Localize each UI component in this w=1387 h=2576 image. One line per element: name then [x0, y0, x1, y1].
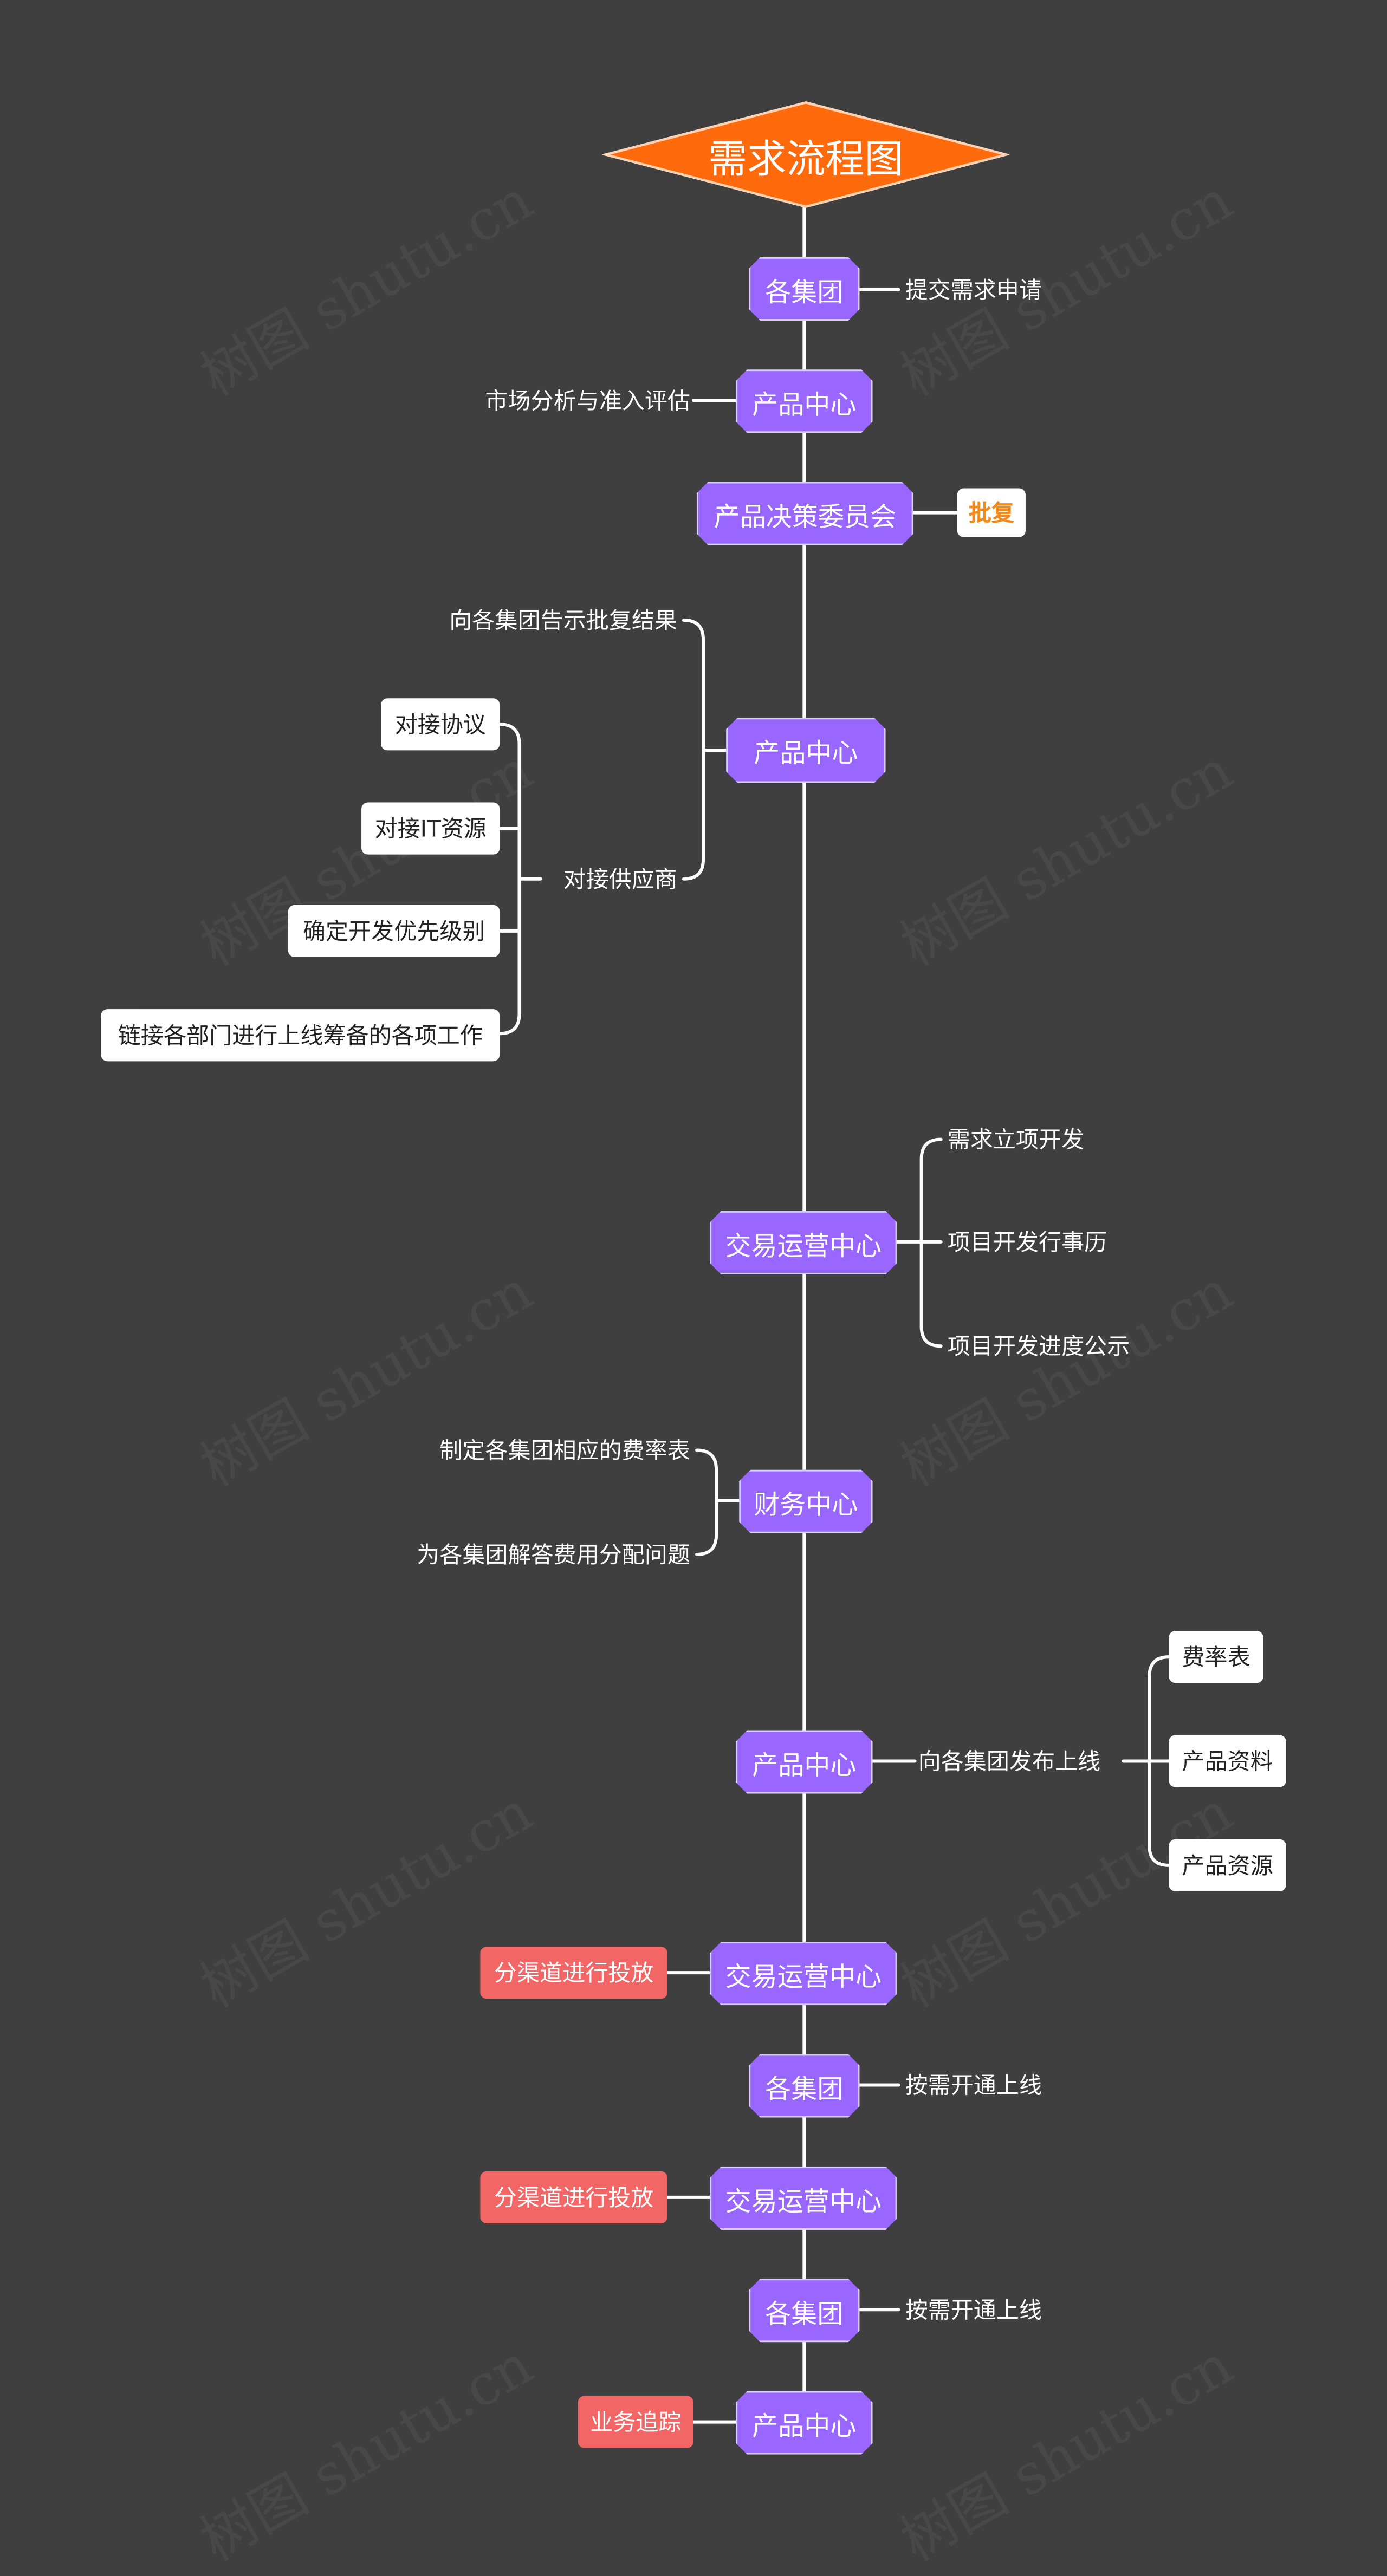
bracket-supplier — [498, 723, 521, 1036]
sub-item-rate-sheet[interactable]: 费率表 — [1169, 1631, 1263, 1683]
bracket-n6 — [695, 1448, 718, 1556]
branch-market-analysis[interactable]: 市场分析与准入评估 — [485, 389, 690, 415]
bracket-n4 — [682, 618, 705, 881]
item-project-calendar[interactable]: 项目开发行事历 — [947, 1230, 1107, 1257]
item-rate-table[interactable]: 制定各集团相应的费率表 — [439, 1439, 690, 1465]
branch-approval[interactable]: 批复 — [957, 488, 1026, 537]
page-title: 需求流程图 — [708, 135, 904, 182]
branch-submit-request[interactable]: 提交需求申请 — [905, 278, 1042, 304]
node-groups-2[interactable]: 各集团 — [749, 2054, 859, 2117]
tag-business-tracking[interactable]: 业务追踪 — [578, 2396, 694, 2448]
sub-item-it-resources[interactable]: 对接IT资源 — [361, 802, 500, 855]
node-groups-3[interactable]: 各集团 — [749, 2279, 859, 2342]
branch-enable-online-1[interactable]: 按需开通上线 — [905, 2073, 1042, 2100]
sub-item-product-resources[interactable]: 产品资源 — [1169, 1839, 1286, 1891]
sub-item-product-info[interactable]: 产品资料 — [1169, 1735, 1286, 1787]
node-product-center-1[interactable]: 产品中心 — [736, 369, 872, 433]
node-decision-committee[interactable]: 产品决策委员会 — [697, 482, 913, 545]
branch-publish-online[interactable]: 向各集团发布上线 — [918, 1749, 1101, 1776]
node-product-center-2[interactable]: 产品中心 — [726, 718, 885, 783]
node-trading-ops-3[interactable]: 交易运营中心 — [710, 2167, 897, 2230]
node-groups-1[interactable]: 各集团 — [749, 257, 859, 321]
node-product-center-3[interactable]: 产品中心 — [736, 1730, 872, 1793]
sub-item-priority[interactable]: 确定开发优先级别 — [288, 905, 500, 957]
title-diamond — [602, 101, 1009, 208]
item-project-start[interactable]: 需求立项开发 — [947, 1128, 1085, 1154]
node-trading-ops-1[interactable]: 交易运营中心 — [710, 1211, 897, 1274]
sub-item-launch-prep[interactable]: 链接各部门进行上线筹备的各项工作 — [101, 1009, 500, 1062]
branch-connect-supplier[interactable]: 对接供应商 — [563, 867, 677, 894]
node-finance-center[interactable]: 财务中心 — [739, 1470, 872, 1533]
item-project-progress[interactable]: 项目开发进度公示 — [947, 1335, 1130, 1361]
tag-channel-launch-1[interactable]: 分渠道进行投放 — [480, 1947, 667, 1999]
sub-item-agreement[interactable]: 对接协议 — [381, 698, 500, 751]
branch-enable-online-2[interactable]: 按需开通上线 — [905, 2298, 1042, 2325]
item-cost-allocation[interactable]: 为各集团解答费用分配问题 — [417, 1543, 690, 1569]
node-product-center-4[interactable]: 产品中心 — [736, 2391, 872, 2454]
branch-announce-result[interactable]: 向各集团告示批复结果 — [449, 608, 677, 635]
tag-channel-launch-2[interactable]: 分渠道进行投放 — [480, 2171, 667, 2223]
node-trading-ops-2[interactable]: 交易运营中心 — [710, 1942, 897, 2005]
